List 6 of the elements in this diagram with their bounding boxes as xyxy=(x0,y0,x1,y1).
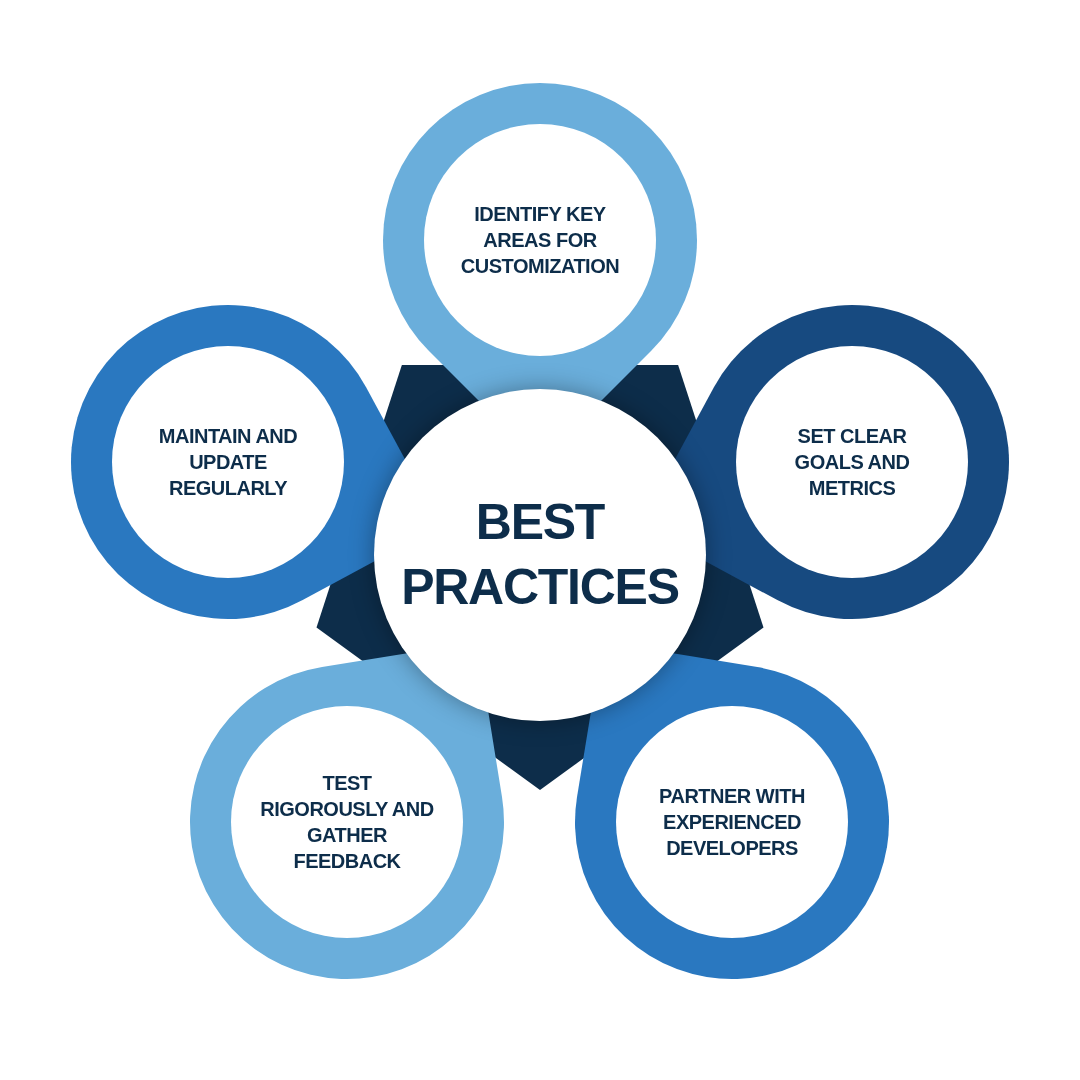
step-label: PARTNER WITH EXPERIENCED DEVELOPERS xyxy=(658,784,806,861)
step-label: SET CLEAR GOALS AND METRICS xyxy=(793,424,911,501)
step-label: TEST RIGOROUSLY AND GATHER FEEDBACK xyxy=(259,771,435,874)
step-label: IDENTIFY KEY AREAS FOR CUSTOMIZATION xyxy=(459,202,621,279)
step-label: MAINTAIN AND UPDATE REGULARLY xyxy=(157,424,299,501)
center-title: BEST PRACTICES xyxy=(400,493,680,617)
